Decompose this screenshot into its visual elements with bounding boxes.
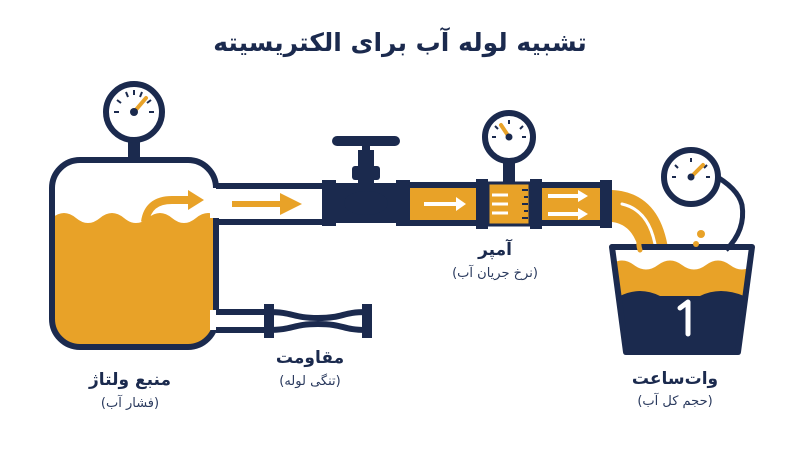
ammeter-sublabel: (نرخ جریان آب) [452, 266, 538, 281]
watthour-label: وات‌ساعت [631, 369, 719, 389]
pressure-gauge-icon [482, 110, 536, 182]
pressure-gauge-icon [661, 147, 746, 252]
voltage-source-label: منبع ولتاژ [89, 370, 171, 390]
watthour-sublabel: (حجم کل آب) [637, 394, 713, 409]
tank-water [52, 213, 216, 347]
resistance-label: مقاومت [275, 348, 345, 368]
flow-meter [476, 179, 542, 229]
ammeter-label: آمپر [478, 240, 512, 260]
flow-arrow-icon [424, 190, 588, 220]
valve-handle-icon [322, 136, 410, 226]
voltage-source-sublabel: (فشار آب) [100, 396, 160, 411]
pipe-top [216, 183, 322, 225]
flow-arrow-icon [232, 193, 302, 215]
pressure-gauge-icon [103, 81, 165, 162]
watthour-bucket [609, 230, 755, 355]
resistance-sublabel: (تنگی لوله) [279, 374, 341, 389]
page-title: تشبیه لوله آب برای الکتریسیته [213, 28, 587, 57]
voltage-source-tank [49, 157, 222, 350]
resistance-pipe [216, 304, 372, 338]
